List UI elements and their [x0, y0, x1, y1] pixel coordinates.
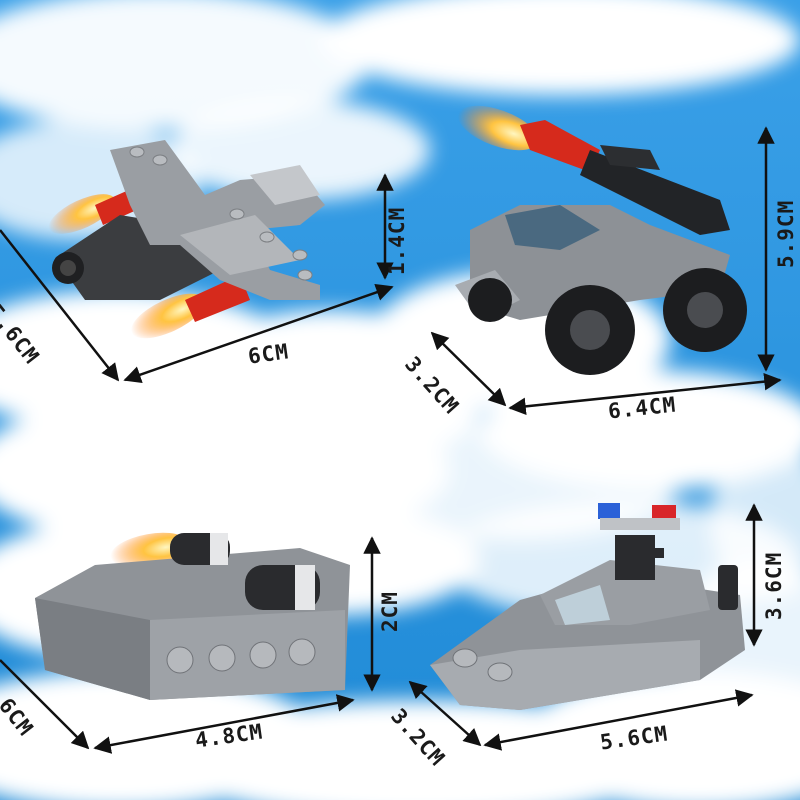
jet-model	[48, 140, 325, 339]
dimension-lines	[0, 126, 782, 754]
missile-truck-model	[455, 105, 747, 375]
hovercraft-model	[35, 532, 350, 700]
jet-height-label: 1.4CM	[385, 206, 409, 275]
truck-height-label: 5.9CM	[774, 199, 798, 268]
hovercraft-height-label: 2CM	[378, 591, 402, 632]
boat-height-label: 3.6CM	[762, 551, 786, 620]
